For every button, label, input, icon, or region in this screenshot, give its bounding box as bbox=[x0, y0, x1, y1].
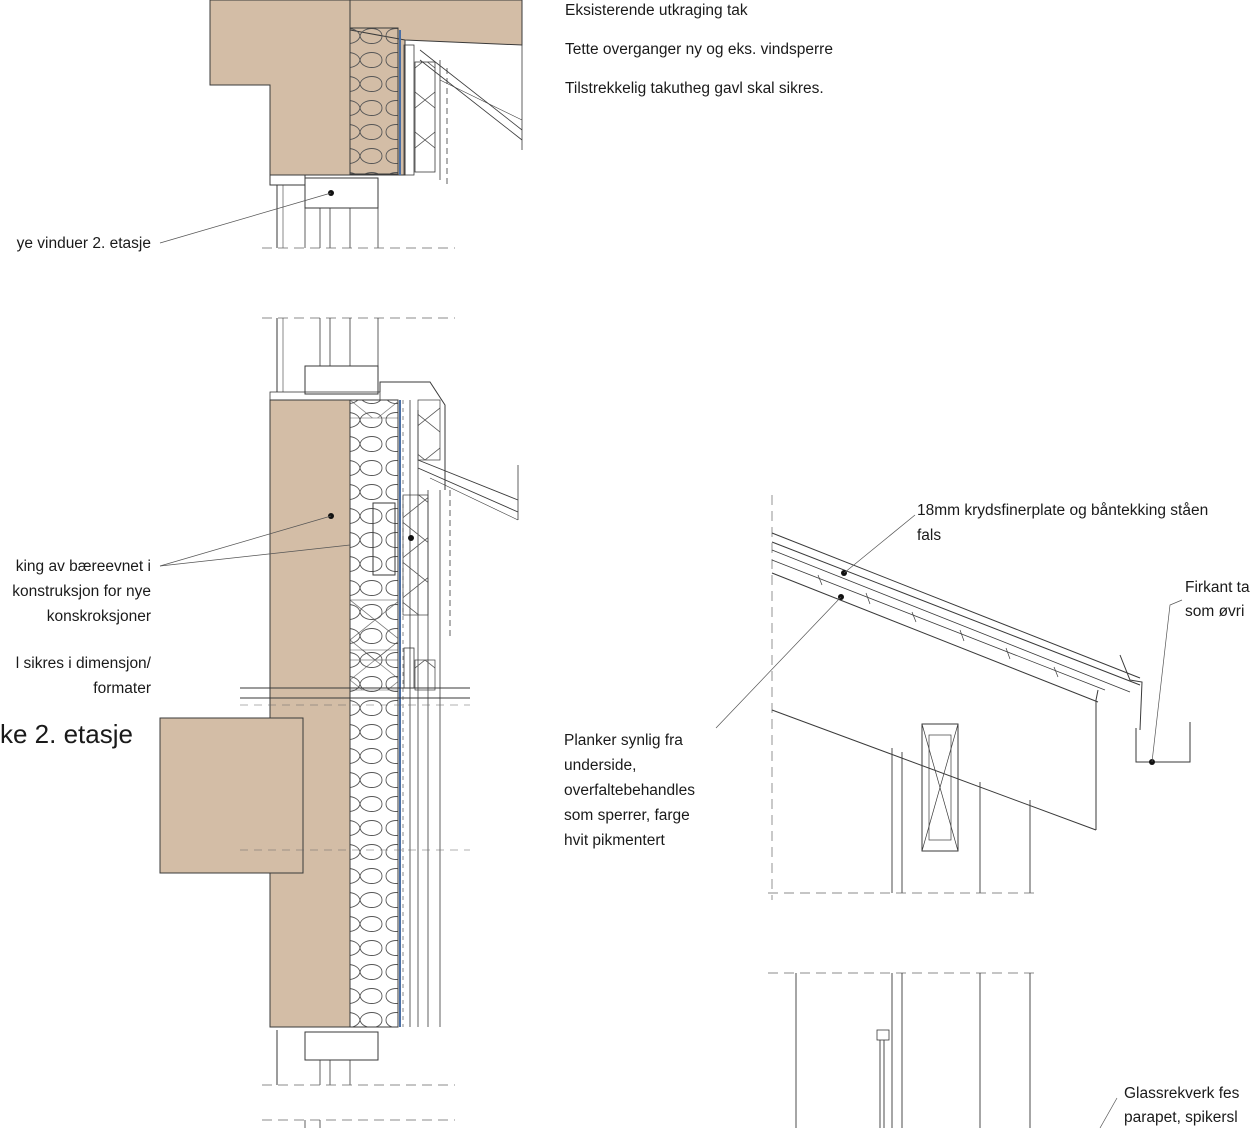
note-seal-windbarrier: Tette overganger ny og eks. vindsperre bbox=[565, 41, 833, 58]
rafter-block bbox=[921, 723, 959, 852]
lintel-top bbox=[304, 177, 379, 209]
label-planks-line1: Planker synlig fra bbox=[564, 732, 683, 749]
leader-bearing-2 bbox=[159, 544, 351, 567]
roof-edge-section bbox=[715, 495, 1191, 900]
top-wall-detail bbox=[159, 0, 523, 249]
window-head-top bbox=[269, 174, 306, 186]
label-plywood-line2: fals bbox=[917, 527, 942, 544]
leader-plywood bbox=[843, 514, 916, 574]
label-windows-2nd-floor: ye vinduer 2. etasje bbox=[16, 235, 151, 252]
beam-block bbox=[372, 502, 396, 576]
label-planks-line3: overfaltebehandles bbox=[564, 782, 695, 799]
label-dimension-line1: l sikres i dimensjon/ bbox=[15, 655, 151, 672]
leader-bearing-1 bbox=[159, 515, 332, 567]
label-plywood-line1: 18mm krydsfinerplate og båntekking ståen bbox=[917, 502, 1209, 519]
label-bearing-line3: konskroksjoner bbox=[46, 608, 151, 625]
label-planks-line4: som sperrer, farge bbox=[564, 807, 690, 824]
insulation-wall bbox=[349, 399, 399, 1028]
label-bearing-line1: king av bæreevnet i bbox=[15, 558, 151, 575]
label-glass-line1: Glassrekverk fes bbox=[1124, 1085, 1240, 1102]
lintel-mid bbox=[304, 365, 379, 395]
floor-slab bbox=[159, 717, 304, 874]
insulation-top bbox=[349, 27, 399, 175]
label-bearing-line2: konstruksjon for nye bbox=[12, 583, 151, 600]
section-title: ke 2. etasje bbox=[0, 719, 133, 749]
label-planks-line5: hvit pikmentert bbox=[564, 832, 665, 849]
leader-planks bbox=[715, 596, 842, 729]
wall-section bbox=[159, 317, 519, 1128]
lintel-bottom bbox=[304, 1031, 379, 1061]
note-roof-overhang: Eksisterende utkraging tak bbox=[565, 2, 748, 19]
note-gable-tightness: Tilstrekkelig takutheg gavl skal sikres. bbox=[565, 80, 824, 97]
label-glass-line2: parapet, spikersl bbox=[1124, 1109, 1238, 1126]
masonry-wall bbox=[269, 399, 351, 1028]
label-dimension-line2: formater bbox=[93, 680, 151, 697]
leader-square bbox=[1151, 599, 1183, 763]
leader-windows bbox=[159, 192, 332, 244]
label-square-line2: som øvri bbox=[1185, 603, 1245, 620]
railing-section bbox=[768, 972, 1118, 1128]
leader-glass bbox=[1099, 1097, 1118, 1128]
label-square-line1: Firkant ta bbox=[1185, 579, 1250, 596]
label-planks-line2: underside, bbox=[564, 757, 637, 774]
